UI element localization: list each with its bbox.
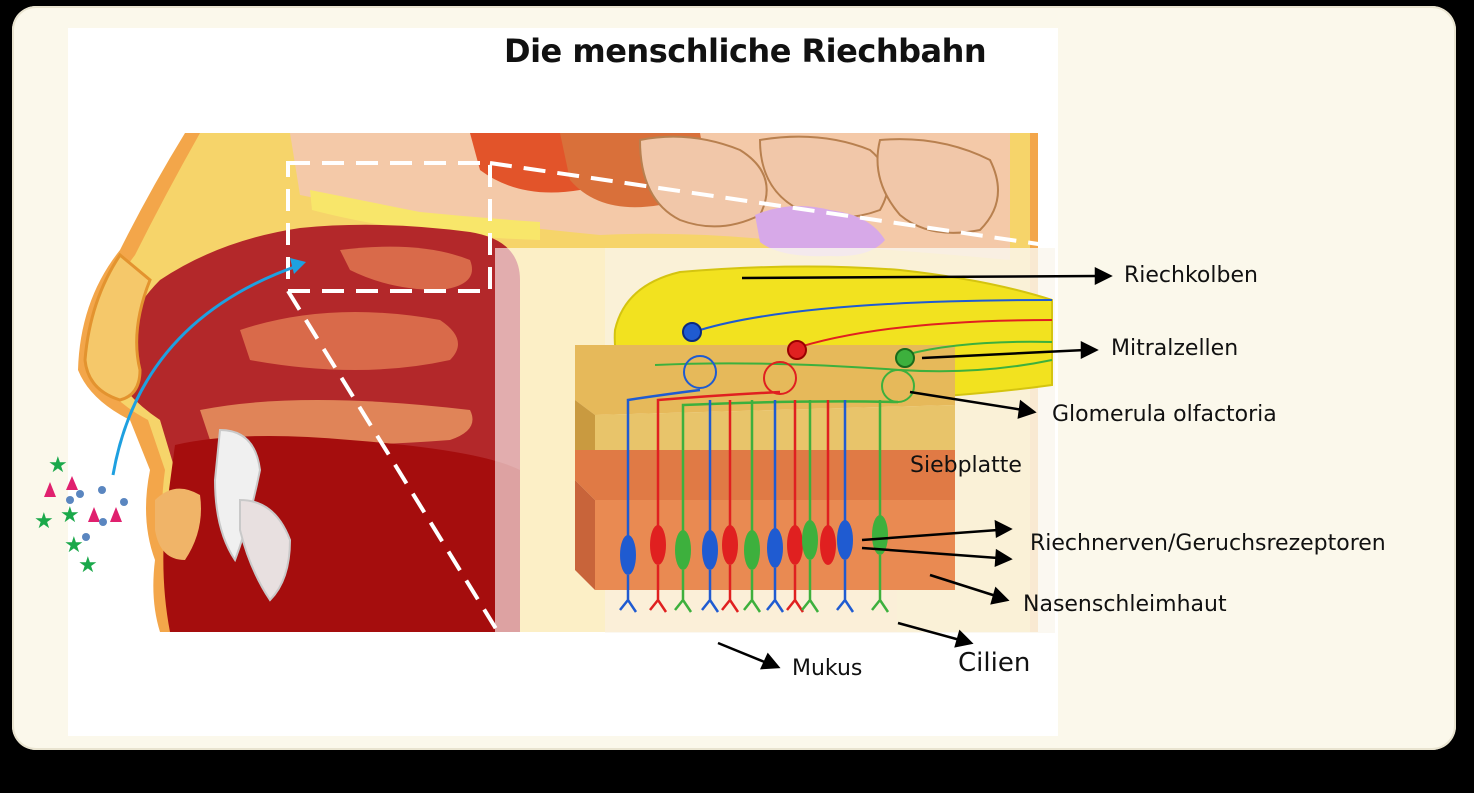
label-nasenschleimhaut: Nasenschleimhaut <box>1023 592 1227 617</box>
bulb-fibers <box>654 299 1053 373</box>
receptor-neurons <box>619 388 899 613</box>
odor-triangle <box>66 476 78 490</box>
diagram-title: Die menschliche Riechbahn <box>504 32 987 70</box>
odor-molecules: ★ ★ ★ ★ ★ <box>34 452 128 577</box>
label-siebplatte: Siebplatte <box>910 453 1022 478</box>
odor-star: ★ <box>78 552 98 577</box>
label-glomerula: Glomerula olfactoria <box>1052 402 1277 427</box>
label-riechkolben: Riechkolben <box>1124 263 1258 288</box>
odor-triangle <box>110 507 122 522</box>
label-arrows <box>717 266 1113 670</box>
odor-star: ★ <box>60 502 80 527</box>
label-riechnerven: Riechnerven/Geruchsrezeptoren <box>1030 531 1386 556</box>
mitral-cells <box>682 322 915 403</box>
odor-star: ★ <box>64 532 84 557</box>
odor-triangle <box>88 507 100 522</box>
odor-triangle <box>44 482 56 497</box>
airflow-arrow <box>111 258 306 476</box>
odor-star: ★ <box>34 508 54 533</box>
zoom-indicator <box>286 161 1046 634</box>
label-mitralzellen: Mitralzellen <box>1111 336 1239 361</box>
label-cilien: Cilien <box>958 648 1031 678</box>
label-mukus: Mukus <box>792 656 863 681</box>
odor-star: ★ <box>48 452 68 477</box>
